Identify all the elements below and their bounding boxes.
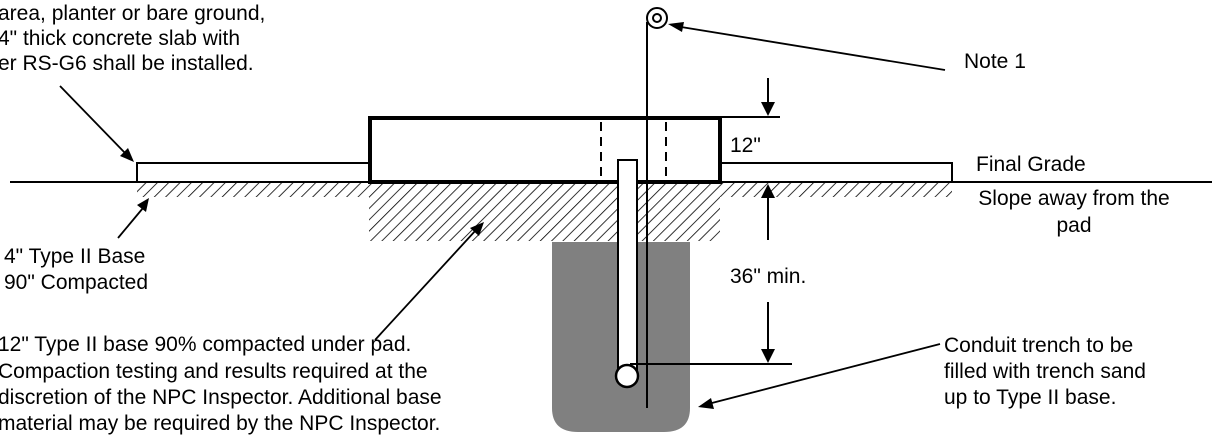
base12-arrowhead (470, 222, 484, 236)
paving-note-line2: 4" thick concrete slab with (0, 27, 240, 50)
depth-arrow-top (761, 184, 775, 198)
conduit-end (614, 363, 640, 389)
trench-label-line1: Conduit trench to be (944, 334, 1133, 357)
ground-rod-loop-outer (646, 7, 668, 29)
base4-arrowhead (137, 198, 149, 212)
paving-leader (59, 85, 127, 155)
base12-label-line3: discretion of the NPC Inspector. Additio… (0, 386, 442, 409)
paving-arrowhead (120, 148, 134, 162)
slab-left (136, 162, 370, 183)
base4-label-line1: 4" Type II Base (4, 245, 145, 268)
note1-label: Note 1 (964, 50, 1026, 73)
depth-arrow-bottom (761, 349, 775, 363)
base4-label-line2: 90" Compacted (4, 271, 148, 294)
note1-arrowhead (668, 22, 684, 32)
trench-label-line2: filled with trench sand (944, 360, 1146, 383)
hatch-base-right (720, 183, 952, 197)
paving-note-line3: er RS-G6 shall be installed. (0, 52, 254, 75)
note1-leader (674, 25, 946, 71)
base12-leader (374, 229, 477, 341)
pad-height-label: 12" (730, 134, 761, 157)
paving-note-line1: area, planter or bare ground, (0, 2, 265, 25)
base12-label-line4: material may be required by the NPC Insp… (0, 412, 440, 435)
height-arrowhead (761, 102, 775, 116)
ground-rod-loop-inner (652, 13, 662, 23)
base12-label-line2: Compaction testing and results required … (0, 360, 428, 383)
slope-label-line1: Slope away from the (978, 187, 1169, 210)
trench-leader (707, 343, 941, 405)
equipment-pad (368, 116, 722, 184)
conduit (617, 159, 638, 377)
trench-arrowhead (698, 398, 714, 409)
trench-label-line3: up to Type II base. (944, 386, 1116, 409)
hatch-base-under-pad (369, 183, 720, 241)
hatch-base-left (137, 183, 369, 197)
slab-right (719, 162, 953, 183)
depth-label: 36" min. (730, 265, 806, 288)
base12-label-line1: 12" Type II base 90% compacted under pad… (0, 333, 411, 356)
slope-label-line2: pad (1056, 214, 1091, 237)
base4-leader (117, 207, 144, 239)
final-grade-label: Final Grade (976, 153, 1086, 176)
